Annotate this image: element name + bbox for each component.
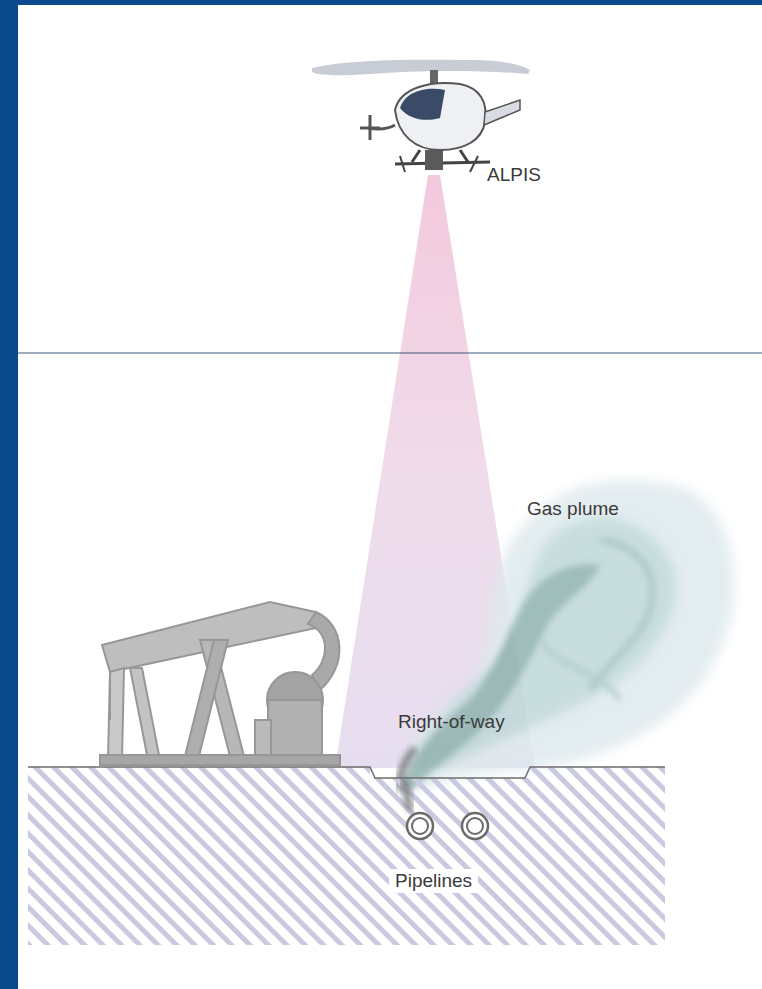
gas-plume xyxy=(395,480,735,792)
pipelines xyxy=(402,780,488,839)
pipe-label: Pipelines xyxy=(389,869,478,893)
ground xyxy=(28,767,665,945)
plume-label: Gas plume xyxy=(527,498,619,520)
area-label: Right-of-way xyxy=(398,711,505,733)
divider-line xyxy=(18,353,762,354)
ground-line xyxy=(28,767,665,778)
helicopter xyxy=(312,60,530,172)
pumpjack xyxy=(100,602,340,765)
top-bar xyxy=(0,0,762,5)
side-bar xyxy=(0,0,18,989)
device-label: ALPIS xyxy=(487,164,541,186)
